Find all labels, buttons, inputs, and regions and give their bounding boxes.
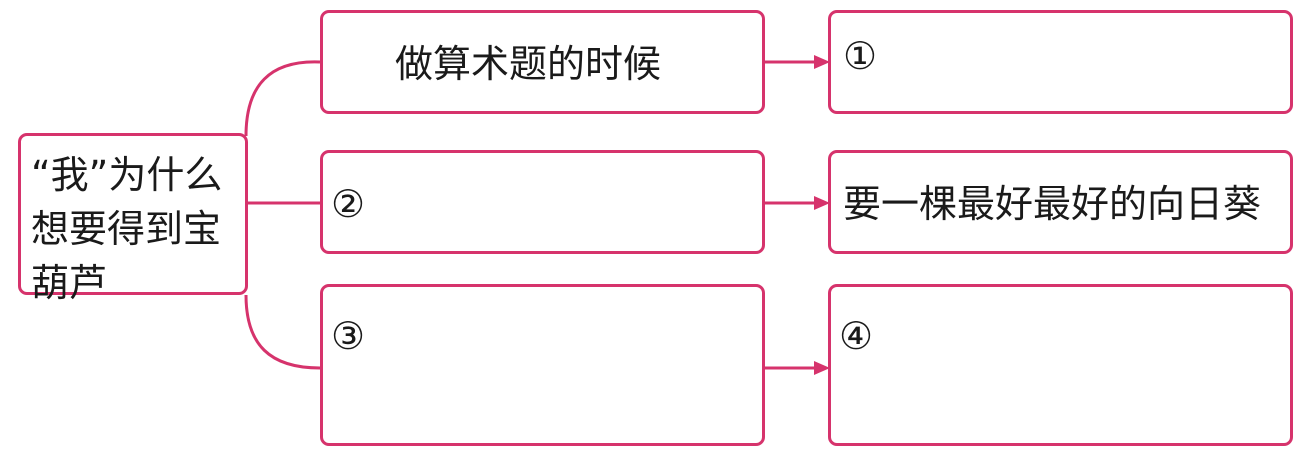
root-label: “我”为什么想要得到宝葫芦 <box>31 153 223 305</box>
left-label-row2: ② <box>331 182 366 226</box>
right-box-row2: 要一棵最好最好的向日葵 <box>828 150 1293 254</box>
right-box-row3: ④ <box>828 284 1293 446</box>
left-box-row1: 做算术题的时候 <box>320 10 765 114</box>
right-label-row2: 要一棵最好最好的向日葵 <box>843 182 1262 226</box>
left-label-row3: ③ <box>331 314 366 358</box>
right-box-row1: ① <box>828 10 1293 114</box>
right-label-row3: ④ <box>839 314 874 358</box>
branch-curve-top <box>244 60 321 137</box>
branch-curve-bottom <box>244 294 321 370</box>
arrowhead-row1 <box>814 55 830 69</box>
arrowhead-row3 <box>814 361 830 375</box>
left-label-row1: 做算术题的时候 <box>395 42 662 86</box>
right-label-row1: ① <box>843 34 878 78</box>
root-box: “我”为什么想要得到宝葫芦 <box>18 133 248 305</box>
left-box-row3: ③ <box>320 284 765 446</box>
left-box-row2: ② <box>320 150 765 254</box>
arrowhead-row2 <box>814 196 830 210</box>
